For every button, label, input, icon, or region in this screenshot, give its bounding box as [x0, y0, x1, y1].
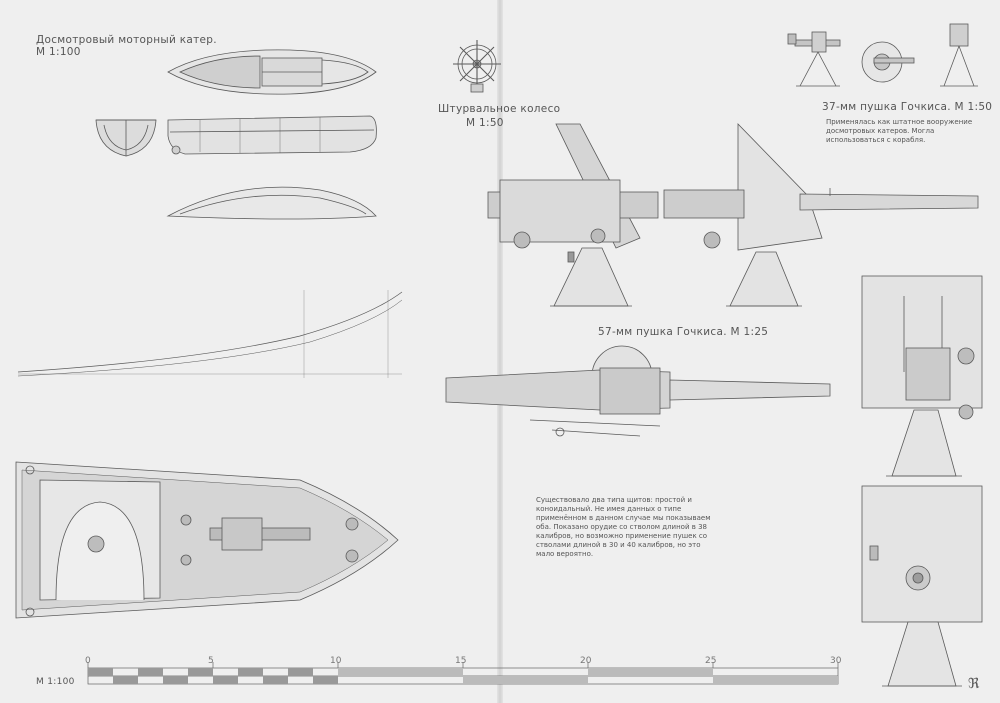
scale-tick-15: 15: [455, 656, 467, 666]
launch-waterline-view: [166, 186, 377, 220]
gun-57mm-title: 57-мм пушка Гочкиса. М 1:25: [598, 326, 769, 338]
scale-tick-20: 20: [580, 656, 592, 666]
gun-37mm-front: [940, 23, 978, 87]
gun-57mm-front-upper: [861, 275, 983, 477]
launch-section-view: [95, 119, 157, 157]
scale-tick-25: 25: [705, 656, 717, 666]
bow-deck-plan: [15, 461, 399, 619]
gun-37mm-side: [787, 31, 841, 87]
gun-57mm-side-conical: [663, 123, 979, 307]
shield-types-note: Существовало два типа щитов: простой и к…: [536, 496, 711, 558]
gun-57mm-side-open: [487, 123, 659, 307]
gun-37mm-title: 37-мм пушка Гочкиса. М 1:50: [822, 101, 993, 113]
book-spine: [497, 0, 503, 703]
scale-tick-10: 10: [330, 656, 342, 666]
wheel-scale: М 1:50: [466, 117, 504, 129]
scale-tick-30: 30: [830, 656, 842, 666]
gun-57mm-front-lower: [861, 485, 983, 687]
gun-57mm-plan: [445, 345, 831, 437]
sheer-lines: [17, 290, 403, 378]
launch-scale: М 1:100: [36, 46, 81, 58]
launch-side-view: [167, 115, 377, 155]
publisher-mark: ℜ: [968, 676, 980, 692]
steering-wheel: [453, 40, 501, 93]
scale-label: М 1:100: [36, 677, 75, 687]
gun-37mm-note: Применялась как штатное вооружение досмо…: [826, 118, 973, 144]
wheel-title: Штурвальное колесо: [438, 103, 561, 115]
scale-tick-0: 0: [85, 656, 91, 666]
gun-37mm-plan: [861, 41, 915, 83]
launch-title: Досмотровый моторный катер.: [36, 34, 217, 46]
scale-tick-5: 5: [208, 656, 214, 666]
launch-plan-view: [167, 49, 377, 95]
